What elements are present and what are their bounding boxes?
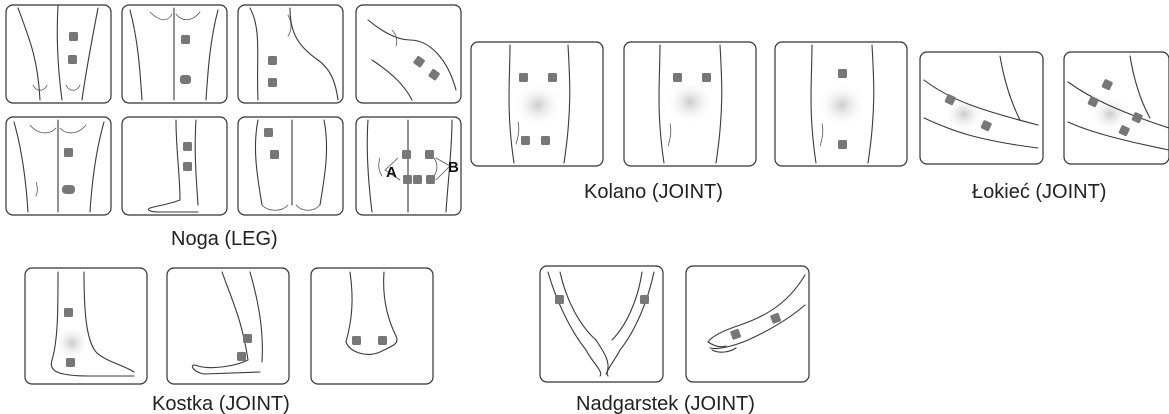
leg-panel-8: A B (356, 117, 461, 215)
electrode-pad (378, 336, 387, 345)
electrode-pad (640, 295, 649, 304)
electrode-pad (69, 32, 78, 41)
electrode-pad (521, 136, 530, 145)
electrode-pad (270, 150, 279, 159)
electrode-pad (426, 175, 435, 184)
ankle-group: Kostka (JOINT) (25, 268, 433, 414)
electrode-pad (519, 73, 528, 82)
electrode-pad (425, 150, 434, 159)
electrode-pad (64, 148, 73, 157)
electrode-pad (402, 150, 411, 159)
electrode-pad (62, 185, 75, 194)
elbow-panel-1 (920, 52, 1043, 164)
caption-ankle: Kostka (JOINT) (152, 393, 290, 414)
electrode-pad (66, 358, 75, 367)
electrode-pad (838, 69, 847, 78)
electrode-pad (268, 78, 277, 87)
knee-panel-2 (624, 42, 756, 166)
caption-leg: Noga (LEG) (171, 228, 278, 250)
electrode-pad (352, 336, 361, 345)
electrode-pad (268, 56, 277, 65)
electrode-pad (413, 175, 422, 184)
electrode-pad (673, 73, 682, 82)
electrode-pad (68, 55, 77, 64)
electrode-pad (555, 295, 564, 304)
electrode-pad (64, 308, 73, 317)
electrode-pad (237, 352, 246, 361)
elbow-group: Łokieć (JOINT) (920, 52, 1169, 203)
wrist-group: Nadgarstek (JOINT) (540, 266, 809, 414)
electrode-pad (702, 73, 711, 82)
elbow-panel-2 (1064, 52, 1169, 164)
ankle-panel-2 (167, 268, 289, 384)
electrode-pad (548, 73, 557, 82)
caption-knee: Kolano (JOINT) (584, 181, 723, 203)
leg-panel-3 (238, 5, 343, 103)
electrode-pad (243, 334, 252, 343)
leg-panel-6 (122, 117, 227, 215)
leg-panel-4 (356, 5, 461, 103)
marker-b: B (448, 159, 459, 176)
leg-panel-7 (238, 117, 343, 215)
electrode-pad (183, 162, 192, 171)
wrist-panel-2 (686, 266, 809, 382)
electrode-pad (264, 128, 273, 137)
knee-group: Kolano (JOINT) (471, 42, 907, 203)
leg-group: A B Noga (LEG) (6, 5, 461, 250)
leg-panel-5 (6, 117, 111, 215)
marker-a: A (386, 164, 397, 181)
wrist-panel-1 (540, 266, 663, 382)
ankle-panel-1 (25, 268, 147, 384)
caption-wrist: Nadgarstek (JOINT) (576, 393, 755, 414)
electrode-pad (838, 140, 847, 149)
electrode-pad (181, 35, 190, 44)
ankle-panel-3 (311, 268, 433, 384)
electrode-pad (403, 175, 412, 184)
electrode-pad (180, 75, 191, 84)
knee-panel-3 (775, 42, 907, 166)
leg-panel-1 (6, 5, 111, 103)
electrode-pad (183, 142, 192, 151)
electrode-pad (541, 136, 550, 145)
caption-elbow: Łokieć (JOINT) (972, 181, 1106, 203)
knee-panel-1 (471, 42, 603, 166)
leg-panel-2 (122, 5, 227, 103)
